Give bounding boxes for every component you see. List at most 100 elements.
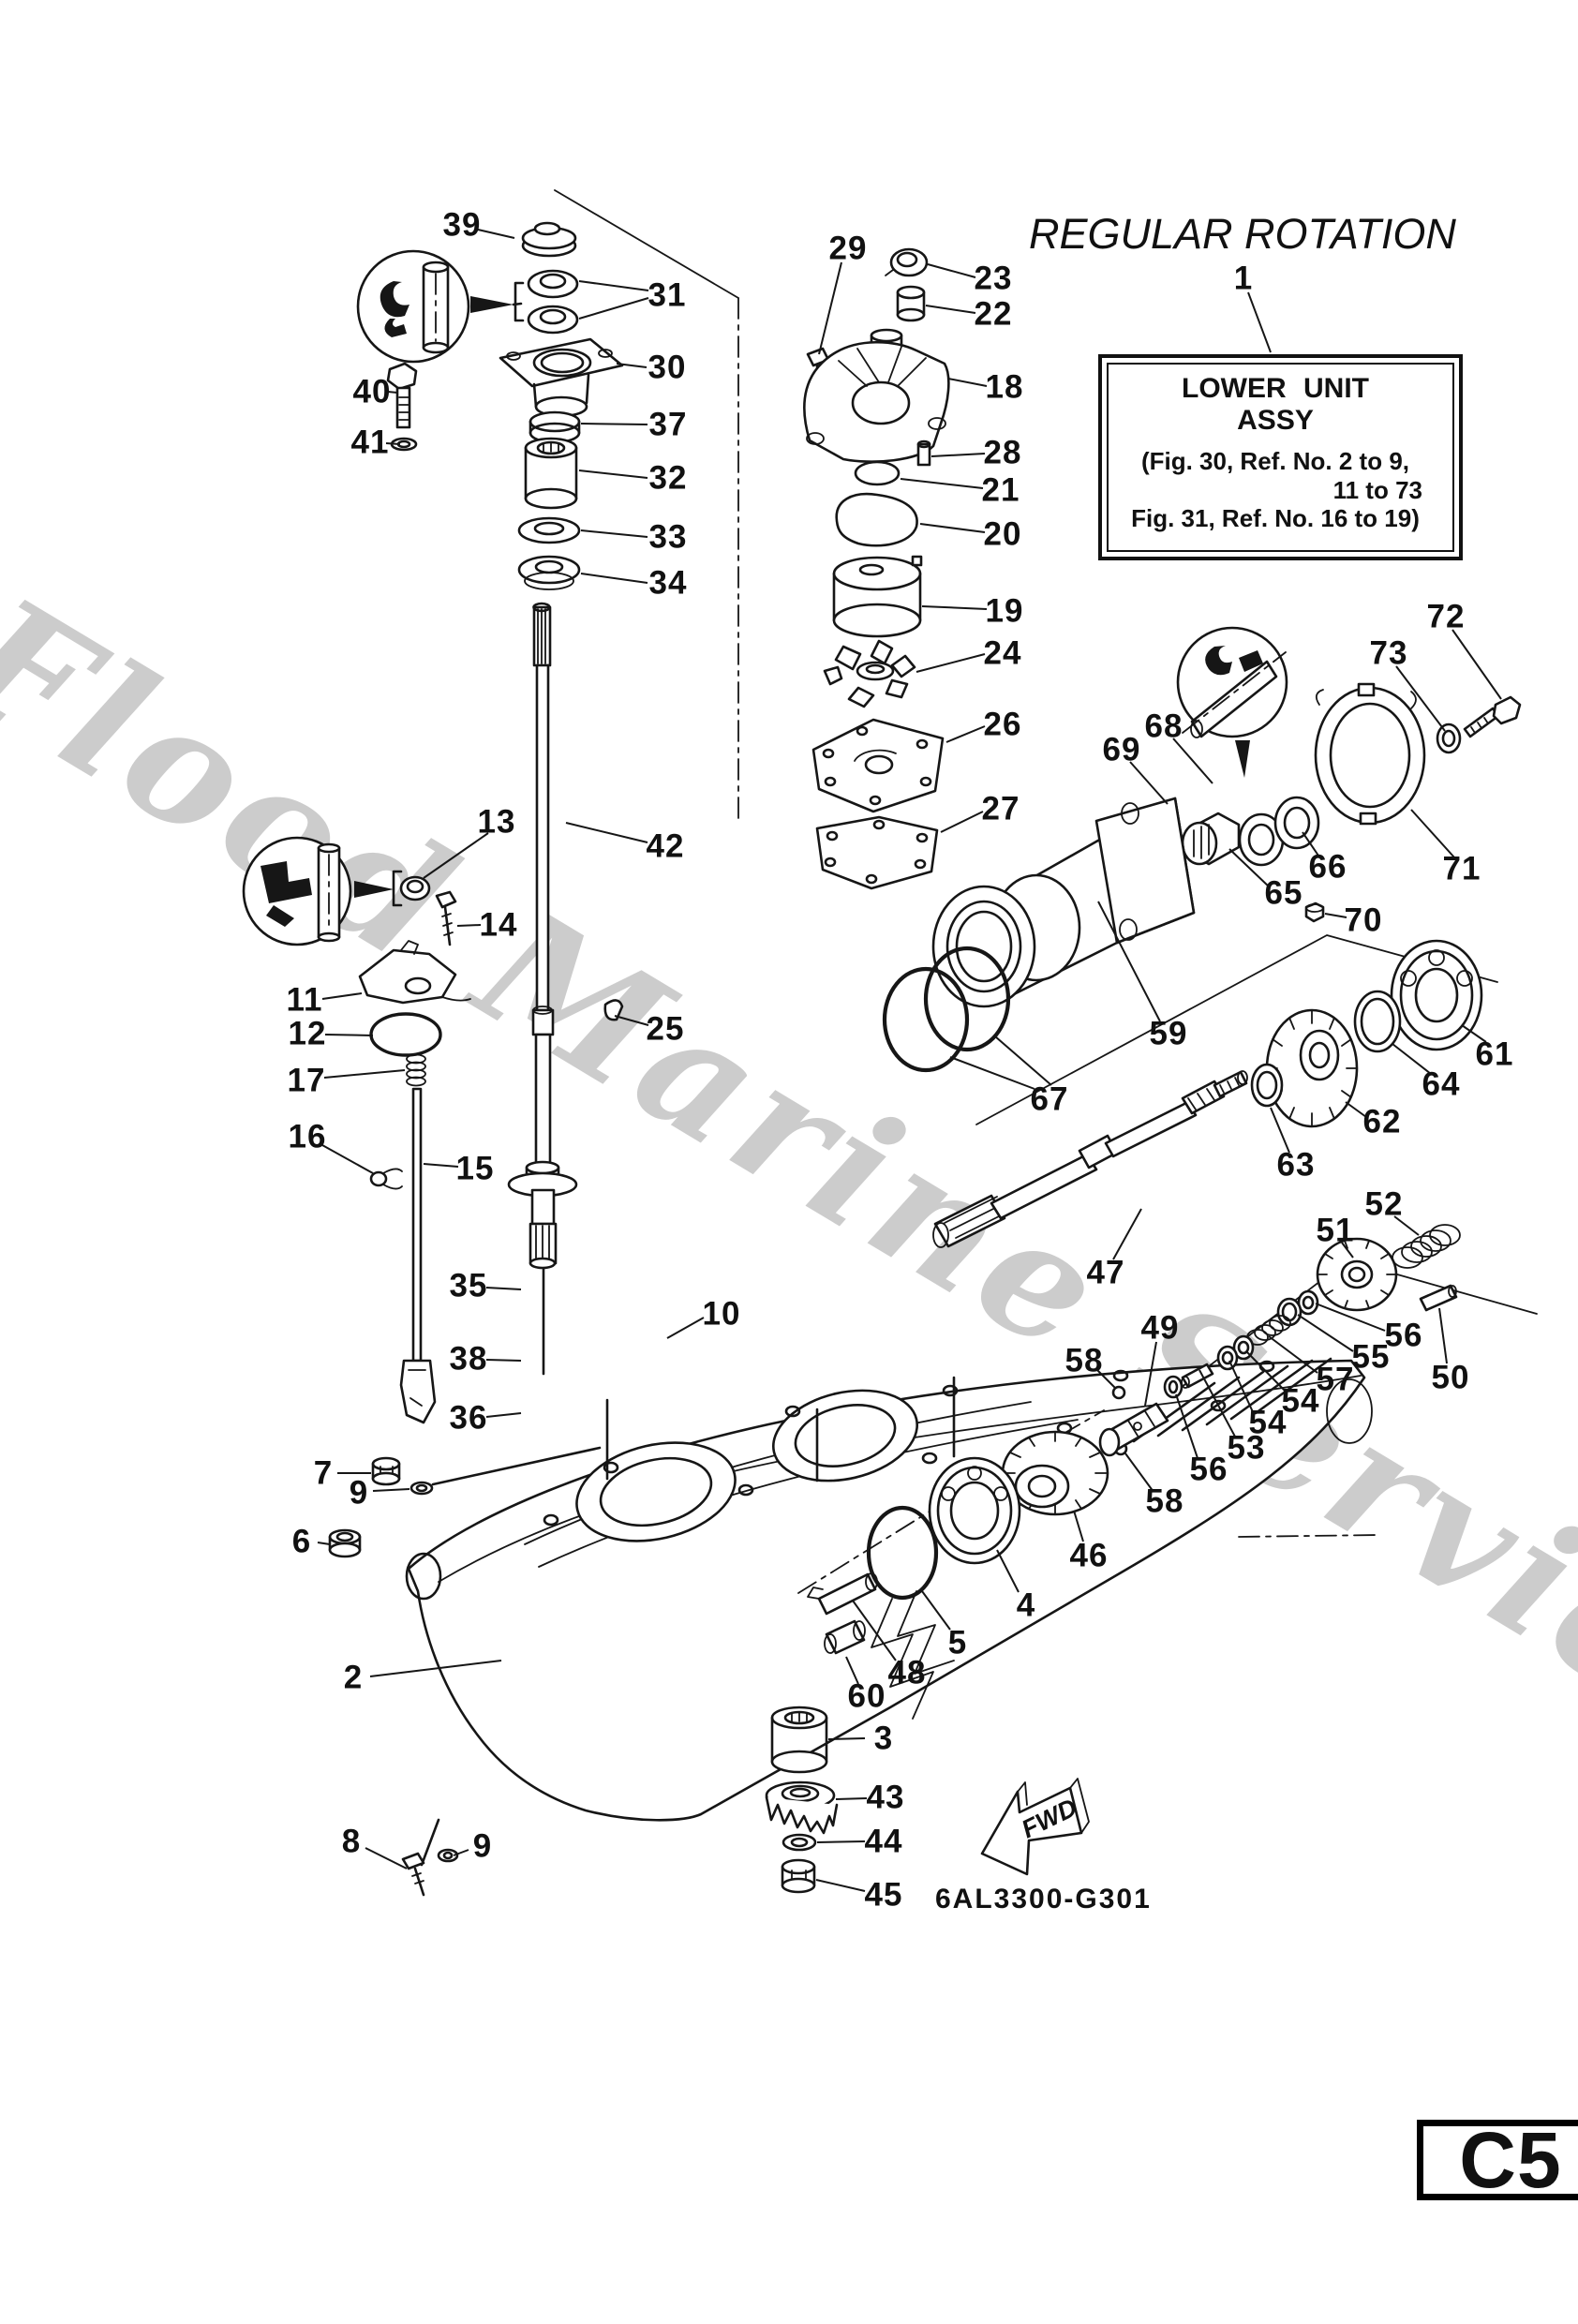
part-label-35: 35 (449, 1267, 488, 1304)
leader-line-56a (1315, 1303, 1386, 1332)
part-label-19: 19 (985, 592, 1024, 630)
part-label-22: 22 (974, 295, 1013, 333)
leader-line-67 (994, 1035, 1052, 1086)
part-label-27: 27 (981, 790, 1020, 827)
leader-line-55 (1297, 1314, 1354, 1352)
leader-line-24 (916, 653, 986, 673)
leader-line-40 (387, 391, 398, 394)
leader-line-16 (321, 1144, 374, 1174)
part-label-41: 41 (350, 424, 390, 461)
leader-line-46 (1073, 1510, 1084, 1542)
leader-line-37 (580, 423, 648, 425)
case-fastener-parts-drawing (328, 1456, 459, 1897)
assembly-box-line-5: Fig. 31, Ref. No. 16 to 19) (1131, 504, 1420, 532)
propeller-shaft-drawing (932, 1070, 1248, 1248)
leader-line-39 (477, 229, 515, 239)
part-label-67: 67 (1030, 1080, 1069, 1118)
part-label-24: 24 (983, 634, 1022, 672)
leader-line-61 (1461, 1024, 1487, 1043)
leader-line-5 (921, 1590, 951, 1631)
part-label-68: 68 (1144, 708, 1184, 745)
part-label-55: 55 (1351, 1338, 1391, 1376)
leader-line-71 (1410, 809, 1455, 858)
part-label-31: 31 (648, 276, 687, 314)
part-label-61: 61 (1475, 1035, 1514, 1073)
part-label-12: 12 (288, 1015, 327, 1052)
leader-line-27 (940, 811, 984, 833)
part-label-53: 53 (1227, 1429, 1266, 1467)
part-label-25: 25 (646, 1010, 685, 1048)
part-label-56a: 56 (1384, 1317, 1423, 1354)
leader-line-41 (385, 442, 401, 445)
part-label-21: 21 (981, 471, 1020, 509)
leader-line-3 (827, 1737, 866, 1740)
part-label-3: 3 (873, 1720, 894, 1757)
part-label-51: 51 (1316, 1212, 1355, 1249)
part-label-72: 72 (1426, 598, 1466, 635)
leader-line-47 (1112, 1208, 1142, 1260)
assembly-box-line-1: LOWER UNIT (1182, 373, 1369, 404)
leader-line-28 (930, 453, 986, 457)
part-label-70: 70 (1344, 901, 1383, 939)
part-label-56b: 56 (1189, 1451, 1228, 1488)
drawing-code: 6AL3300-G301 (935, 1884, 1152, 1914)
assembly-box-line-2: ASSY (1237, 405, 1314, 436)
leader-line-35 (485, 1287, 522, 1290)
part-label-43: 43 (866, 1779, 905, 1816)
leader-line-23 (927, 263, 976, 278)
leader-line-49 (1144, 1341, 1157, 1407)
part-label-45: 45 (864, 1876, 903, 1914)
leader-line-33 (580, 529, 648, 538)
part-label-16: 16 (288, 1118, 327, 1155)
leader-line-29 (818, 261, 842, 355)
part-label-44: 44 (864, 1823, 903, 1860)
part-label-59: 59 (1149, 1015, 1188, 1052)
leader-line-66 (1302, 831, 1321, 859)
part-label-2: 2 (343, 1659, 364, 1696)
part-label-57: 57 (1316, 1361, 1355, 1398)
part-label-7: 7 (313, 1454, 334, 1492)
leader-line-10 (666, 1317, 705, 1339)
leader-line-2 (369, 1660, 502, 1677)
part-label-54a: 54 (1281, 1382, 1320, 1420)
part-label-65: 65 (1264, 874, 1303, 912)
part-label-18: 18 (985, 368, 1024, 406)
leader-line-8 (365, 1847, 408, 1870)
part-label-71: 71 (1442, 850, 1481, 887)
part-label-40: 40 (352, 373, 392, 410)
leader-line-36 (485, 1412, 522, 1418)
leader-line-51 (1341, 1242, 1354, 1259)
part-label-13: 13 (477, 803, 516, 841)
leader-line-58b (1124, 1452, 1154, 1493)
part-label-28: 28 (983, 434, 1022, 471)
leader-line-21 (900, 478, 984, 489)
part-label-17: 17 (287, 1062, 326, 1099)
part-label-38: 38 (449, 1340, 488, 1378)
leader-line-52 (1393, 1215, 1420, 1236)
leader-line-57 (1268, 1335, 1318, 1374)
leader-line-58a (1095, 1368, 1117, 1390)
part-label-4: 4 (1016, 1587, 1036, 1624)
part-label-8: 8 (341, 1823, 362, 1860)
part-label-60: 60 (847, 1677, 886, 1715)
leader-line-67 (949, 1056, 1035, 1090)
part-label-54b: 54 (1248, 1404, 1288, 1441)
part-label-1: 1 (1233, 260, 1254, 297)
part-label-69: 69 (1102, 731, 1141, 768)
part-label-34: 34 (648, 564, 688, 602)
leader-line-45 (815, 1879, 866, 1892)
grease-callout-left-icon (242, 836, 403, 946)
part-label-52: 52 (1364, 1185, 1404, 1223)
part-label-26: 26 (983, 706, 1022, 743)
page-code-text: C5 (1459, 2116, 1562, 2204)
leader-line-31 (578, 280, 649, 291)
part-label-15: 15 (455, 1150, 495, 1187)
part-label-14: 14 (479, 906, 518, 944)
leader-line-63 (1270, 1107, 1290, 1154)
leader-line-19 (921, 605, 988, 610)
part-label-6: 6 (291, 1523, 312, 1560)
part-label-64: 64 (1422, 1065, 1461, 1103)
leader-line-68 (1172, 737, 1213, 784)
